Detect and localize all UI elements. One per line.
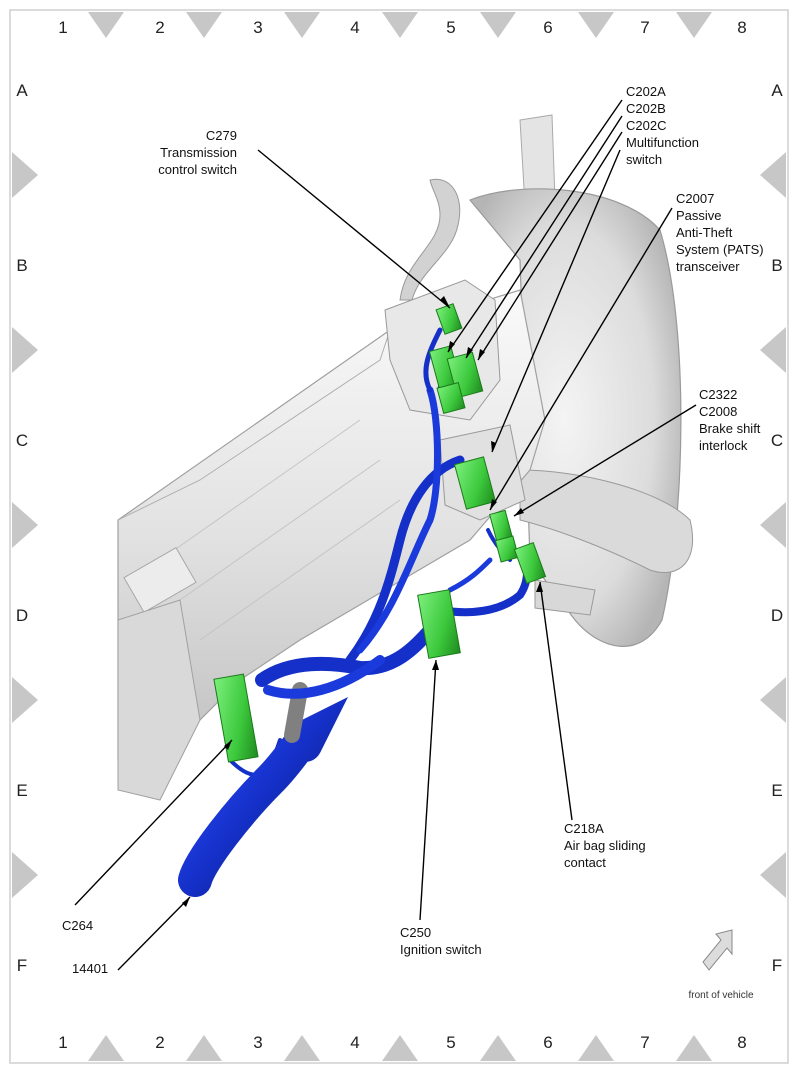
wire-harness — [178, 327, 534, 897]
label-c2322: C2322 — [699, 387, 737, 402]
label-c202c: C202C — [626, 118, 666, 133]
grid-col-bottom-3: 3 — [253, 1033, 262, 1052]
connector-c202c — [436, 381, 466, 415]
label-brake-2: interlock — [699, 438, 748, 453]
connector-c2008 — [494, 535, 520, 563]
grid-row-left-a: A — [16, 81, 28, 100]
grid-col-bottom-1: 1 — [58, 1033, 67, 1052]
bracket — [123, 546, 197, 614]
label-airbag-1: Air bag sliding — [564, 838, 646, 853]
grid-col-bottom-8: 8 — [737, 1033, 746, 1052]
grid-row-right-e: E — [771, 781, 782, 800]
grid-col-top-1: 1 — [58, 18, 67, 37]
label-c202b: C202B — [626, 101, 666, 116]
label-transmission-1: Transmission — [160, 145, 237, 160]
grid-col-top-2: 2 — [155, 18, 164, 37]
grid-row-left-b: B — [16, 256, 27, 275]
top-triangles — [88, 12, 712, 38]
right-triangles — [760, 152, 786, 898]
grid-col-bottom-7: 7 — [640, 1033, 649, 1052]
label-brake-1: Brake shift — [699, 421, 761, 436]
grid-row-right-c: C — [771, 431, 783, 450]
label-c2008: C2008 — [699, 404, 737, 419]
grid-row-right-b: B — [771, 256, 782, 275]
label-c218a: C218A — [564, 821, 604, 836]
label-multifunction-1: Multifunction — [626, 135, 699, 150]
grid-row-right-a: A — [771, 81, 783, 100]
label-harness-14401: 14401 — [72, 961, 108, 976]
grid-col-bottom-6: 6 — [543, 1033, 552, 1052]
label-pats-2: Anti-Theft — [676, 225, 733, 240]
grid-col-top-3: 3 — [253, 18, 262, 37]
label-multifunction-2: switch — [626, 152, 662, 167]
connector-c264 — [213, 673, 259, 763]
grid-col-bottom-5: 5 — [446, 1033, 455, 1052]
connectors — [213, 303, 547, 763]
lower-shroud — [519, 469, 694, 574]
border-frame — [9, 9, 789, 1064]
label-c2007: C2007 — [676, 191, 714, 206]
grid-row-right-f: F — [772, 956, 782, 975]
label-c279: C279 — [206, 128, 237, 143]
label-pats-4: transceiver — [676, 259, 740, 274]
grid-row-left-d: D — [16, 606, 28, 625]
connector-c250 — [417, 589, 461, 659]
label-airbag-2: contact — [564, 855, 606, 870]
front-of-vehicle-indicator: front of vehicle — [688, 929, 754, 1001]
label-c250: C250 — [400, 925, 431, 940]
callout-labels: C202A C202B C202C Multifunction switch C… — [62, 84, 764, 976]
bottom-triangles — [88, 1035, 712, 1061]
leader-lines — [74, 99, 697, 971]
grid-row-left-c: C — [16, 431, 28, 450]
connector-c2007 — [453, 456, 497, 510]
label-c202a: C202A — [626, 84, 666, 99]
tilt-lever — [534, 579, 596, 616]
front-arrow-icon — [702, 929, 733, 971]
grid-row-left-e: E — [16, 781, 27, 800]
label-transmission-2: control switch — [158, 162, 237, 177]
label-ignition: Ignition switch — [400, 942, 482, 957]
grid-row-right-d: D — [771, 606, 783, 625]
harness-trunk — [178, 696, 349, 897]
label-pats-1: Passive — [676, 208, 722, 223]
grid-col-bottom-4: 4 — [350, 1033, 359, 1052]
grid-col-top-8: 8 — [737, 18, 746, 37]
front-of-vehicle-label: front of vehicle — [688, 990, 753, 1001]
grid-markers: 1 2 3 4 5 6 7 8 1 2 3 4 5 6 7 8 A B C D … — [12, 12, 786, 1061]
label-c264: C264 — [62, 918, 93, 933]
label-pats-3: System (PATS) — [676, 242, 764, 257]
grid-col-top-7: 7 — [640, 18, 649, 37]
grid-col-top-4: 4 — [350, 18, 359, 37]
grid-row-left-f: F — [17, 956, 27, 975]
grid-col-top-6: 6 — [543, 18, 552, 37]
grid-col-bottom-2: 2 — [155, 1033, 164, 1052]
arrow-heads — [182, 296, 543, 907]
connector-c218a — [513, 542, 547, 584]
left-triangles — [12, 152, 38, 898]
gear-shift-lever — [399, 178, 461, 301]
grid-col-top-5: 5 — [446, 18, 455, 37]
connector-c279 — [435, 303, 463, 335]
lower-bracket — [117, 599, 201, 801]
